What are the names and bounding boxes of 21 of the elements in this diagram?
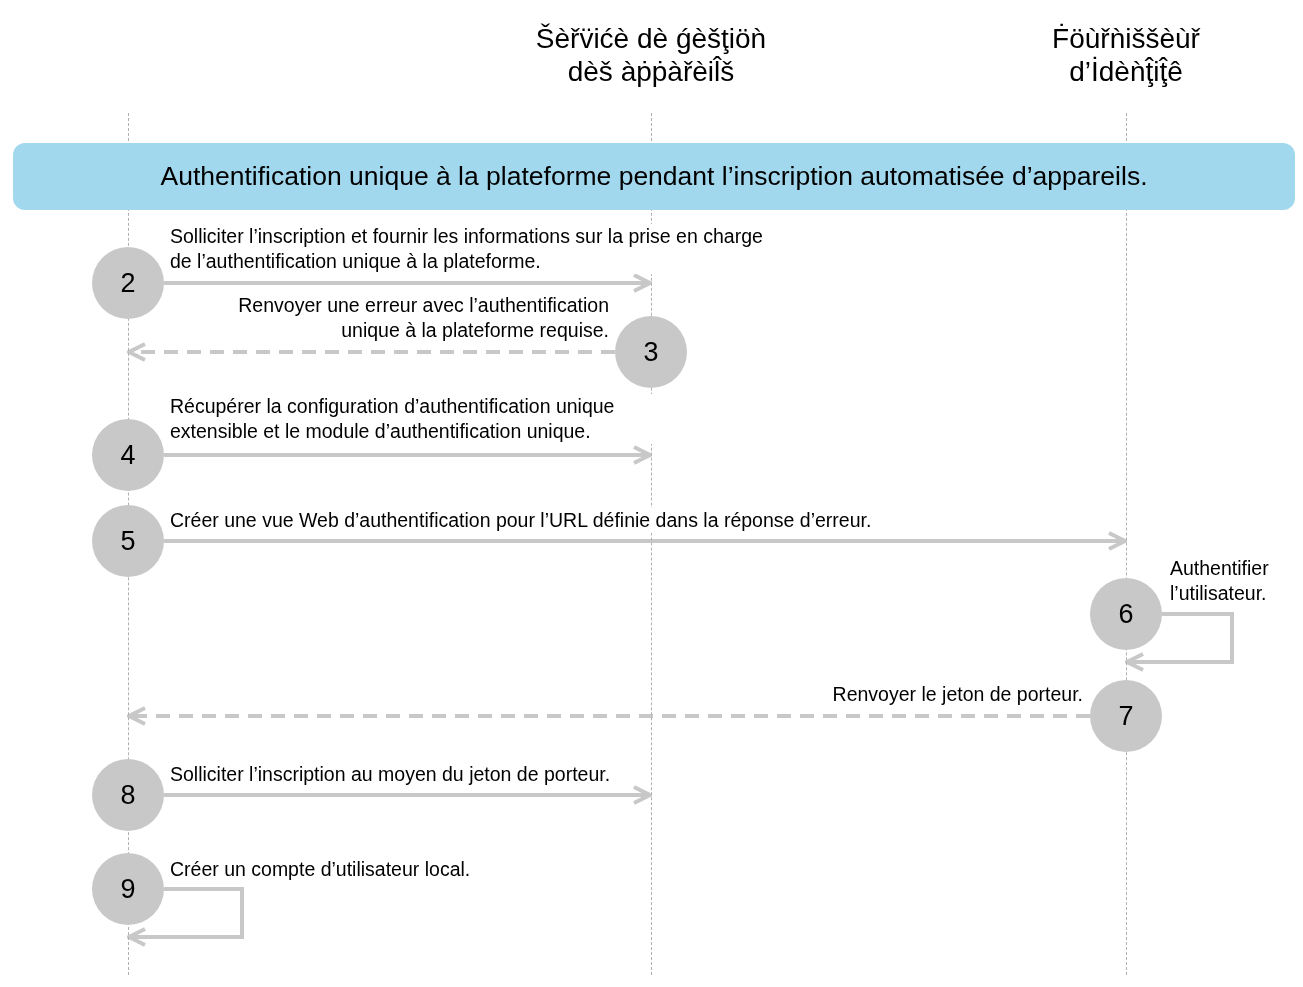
step-number: 5 (120, 525, 136, 557)
arrow (127, 342, 615, 362)
arrow (1125, 612, 1234, 672)
message-label: Créer une vue Web d’authentification pour l’URL définie dans la réponse d’erreur. (170, 508, 872, 533)
arrow (127, 706, 1090, 726)
banner-title: Authentification unique à la plateforme pendant l’inscription automatisée d’appareils. (160, 161, 1148, 192)
arrow (164, 445, 652, 465)
arrow (164, 785, 652, 805)
arrow (127, 887, 244, 947)
step-number: 3 (643, 336, 659, 368)
step-number: 9 (120, 873, 136, 905)
arrow (164, 273, 652, 293)
arrow (164, 531, 1127, 551)
step-number: 6 (1118, 598, 1134, 630)
step-number: 4 (120, 439, 136, 471)
step-number: 2 (120, 267, 136, 299)
participant-label: Šèřv̈ićè dè ǵèšţiöǹ dèš àṗṗàřèil̂š (534, 22, 768, 88)
participant-label: Ḟöùřǹiššèùř d’İdèǹţ̂iţ̂ê (1051, 22, 1201, 88)
step-number: 8 (120, 779, 136, 811)
phase-banner (13, 143, 1295, 210)
step-number: 7 (1118, 700, 1134, 732)
